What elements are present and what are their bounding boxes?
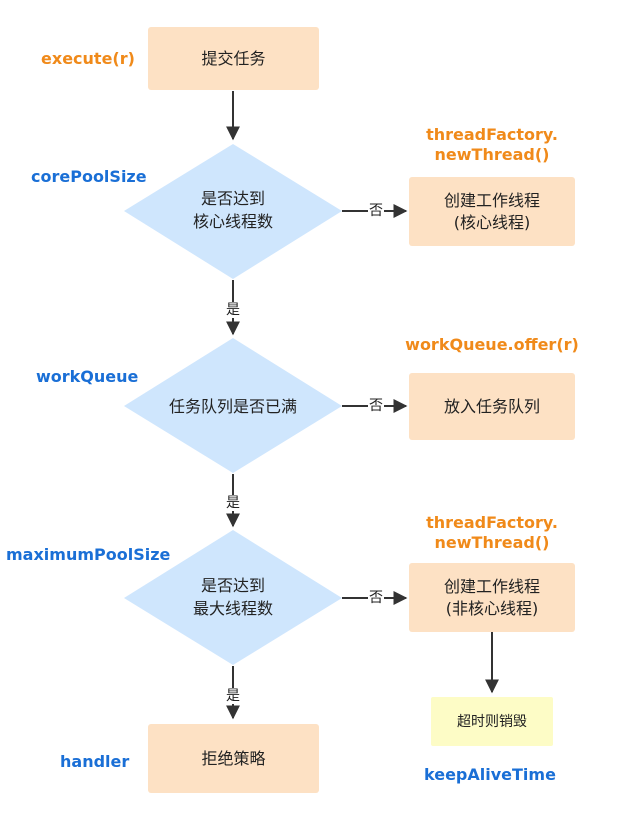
maximum-pool-size-label: maximumPoolSize — [6, 545, 171, 564]
submit-task-text: 提交任务 — [201, 48, 266, 68]
enqueue-task-text: 放入任务队列 — [443, 396, 540, 416]
edge-queue-yes: 是 — [225, 495, 241, 511]
create-core-line1: 创建工作线程 — [443, 190, 540, 210]
max-decision-line2: 最大线程数 — [192, 599, 273, 618]
create-noncore-line1: 创建工作线程 — [443, 576, 540, 596]
timeout-destroy-text: 超时则销毁 — [457, 713, 527, 730]
work-queue-label: workQueue — [36, 367, 139, 386]
thread-factory-2-line2: newThread() — [434, 533, 550, 552]
execute-label: execute(r) — [41, 49, 135, 68]
edge-max-no: 否 — [368, 590, 384, 606]
reject-policy-text: 拒绝策略 — [201, 748, 266, 768]
max-decision-diamond — [124, 530, 342, 665]
max-decision-line1: 是否达到 — [200, 576, 265, 595]
handler-label: handler — [60, 752, 130, 771]
keep-alive-time-label: keepAliveTime — [424, 765, 556, 784]
create-core-thread-box: 创建工作线程 (核心线程) — [409, 177, 575, 246]
submit-task-box: 提交任务 — [148, 27, 319, 90]
max-decision-label: 是否达到 最大线程数 — [153, 574, 313, 620]
edge-max-yes: 是 — [225, 688, 241, 704]
timeout-destroy-box: 超时则销毁 — [431, 697, 553, 746]
edge-queue-no: 否 — [368, 398, 384, 414]
edge-core-yes: 是 — [225, 302, 241, 318]
work-queue-offer-label: workQueue.offer(r) — [405, 335, 579, 354]
enqueue-task-box: 放入任务队列 — [409, 373, 575, 440]
queue-decision-diamond — [124, 338, 342, 473]
core-decision-line2: 核心线程数 — [192, 212, 273, 231]
core-pool-size-label: corePoolSize — [31, 167, 147, 186]
core-decision-diamond — [124, 144, 342, 279]
core-decision-line1: 是否达到 — [200, 189, 265, 208]
edge-core-no: 否 — [368, 203, 384, 219]
core-decision-label: 是否达到 核心线程数 — [153, 187, 313, 233]
thread-factory-2-line1: threadFactory. — [426, 513, 558, 532]
reject-policy-box: 拒绝策略 — [148, 724, 319, 793]
create-core-line2: (核心线程) — [453, 212, 531, 232]
create-noncore-line2: (非核心线程) — [445, 598, 539, 618]
thread-factory-1-line1: threadFactory. — [426, 125, 558, 144]
thread-factory-label-2: threadFactory. newThread() — [400, 513, 584, 553]
thread-factory-1-line2: newThread() — [434, 145, 550, 164]
queue-decision-label: 任务队列是否已满 — [143, 395, 323, 418]
thread-factory-label-1: threadFactory. newThread() — [400, 125, 584, 165]
queue-decision-line: 任务队列是否已满 — [168, 397, 297, 416]
create-noncore-thread-box: 创建工作线程 (非核心线程) — [409, 563, 575, 632]
